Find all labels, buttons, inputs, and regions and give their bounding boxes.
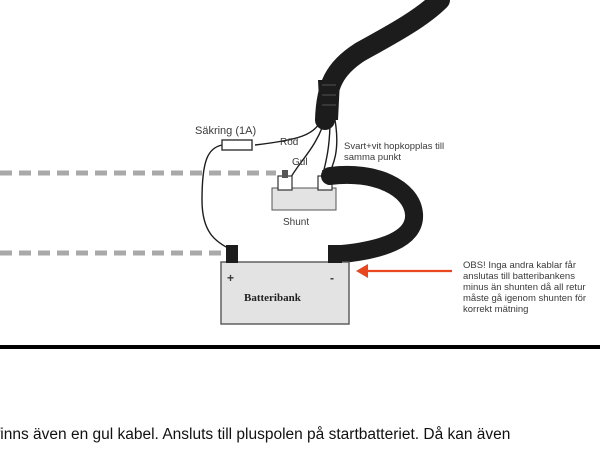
body-text: finns även en gul kabel. Ansluts till pl… [0, 426, 511, 443]
wiring-diagram: + - Batteribank Säkring (1A) Röd Gul Sva… [0, 0, 600, 349]
battery-terminal-plus [226, 245, 238, 263]
main-cable [315, 0, 450, 130]
black-white-label-line2: samma punkt [344, 152, 401, 163]
battery-terminal-minus [328, 245, 342, 263]
battery-minus-label: - [330, 271, 334, 285]
shunt-label: Shunt [283, 217, 309, 228]
shunt-terminal-left-cap [282, 170, 288, 178]
note-line: måste gå igenom shunten för [463, 293, 586, 304]
fuse [221, 139, 253, 151]
red-wire-label: Röd [280, 137, 298, 148]
figure-bottom-border [0, 345, 600, 349]
note-line: anslutas till batteribankens [463, 271, 575, 282]
fuse-label: Säkring (1A) [195, 125, 256, 137]
note-arrowhead [356, 264, 368, 278]
red-wire [254, 119, 322, 146]
note-line: OBS! Inga andra kablar får [463, 260, 576, 271]
battery-box [220, 261, 350, 325]
shunt-body [271, 187, 337, 211]
note-line: korrekt mätning [463, 304, 528, 315]
battery-label: Batteribank [244, 292, 302, 304]
note-line: minus än shunten då all retur [463, 282, 586, 293]
shunt-terminal-left [277, 175, 293, 191]
black-white-label-line1: Svart+vit hopkopplas till [344, 141, 444, 152]
shunt-cable [321, 165, 423, 263]
battery-plus-label: + [227, 271, 234, 285]
yellow-wire [287, 119, 326, 183]
yellow-wire-label: Gul [292, 157, 308, 168]
fuse-wire [201, 144, 233, 251]
cable-sleeve [318, 80, 340, 120]
